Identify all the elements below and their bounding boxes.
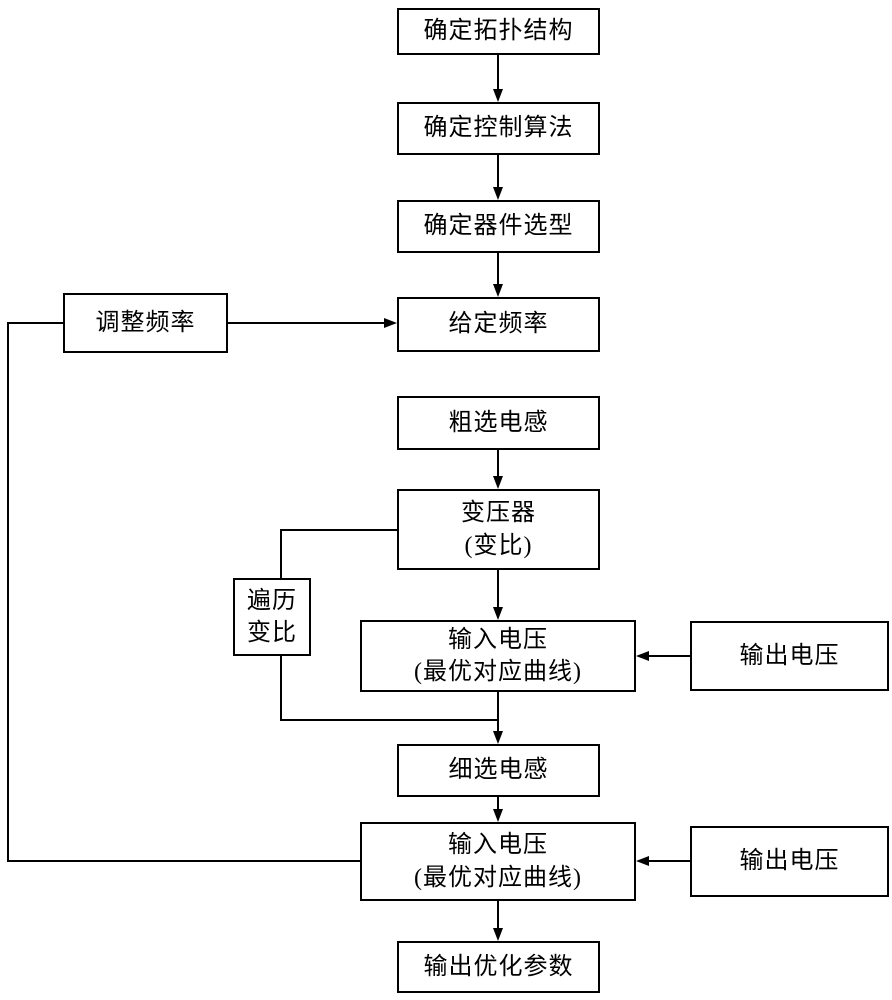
node-adjust-frequency: 调整频率 xyxy=(63,293,228,353)
node-coarse-select-inductor: 粗选电感 xyxy=(397,396,600,450)
arrow-outvolt2-to-involt2 xyxy=(636,856,690,866)
line-transformer-to-traverse xyxy=(280,529,397,578)
node-determine-topology: 确定拓扑结构 xyxy=(397,8,600,55)
arrow-transformer-to-involt1 xyxy=(493,570,503,620)
arrow-adjfreq-to-setfreq xyxy=(228,318,397,328)
line-feedback-involt2-to-adjfreq xyxy=(7,322,360,862)
node-determine-control-algorithm: 确定控制算法 xyxy=(397,102,600,155)
arrow-device-to-setfreq xyxy=(493,253,503,297)
node-set-frequency: 给定频率 xyxy=(397,297,600,352)
arrow-outvolt1-to-involt1 xyxy=(636,651,690,661)
node-output-voltage-2: 输出电压 xyxy=(690,826,889,897)
arrow-involt1-to-fine xyxy=(493,692,503,744)
node-transformer-ratio: 变压器 (变比) xyxy=(397,489,600,570)
arrow-coarse-to-transformer xyxy=(493,450,503,489)
node-input-voltage-curve-1: 输入电压 (最优对应曲线) xyxy=(360,620,636,692)
node-output-optimized-parameters: 输出优化参数 xyxy=(397,941,600,993)
node-traverse-ratio: 遍历 变比 xyxy=(233,578,311,656)
node-determine-device-selection: 确定器件选型 xyxy=(397,200,600,253)
line-traverse-to-mainline xyxy=(280,656,498,721)
arrow-involt2-to-outparams xyxy=(493,901,503,941)
node-input-voltage-curve-2: 输入电压 (最优对应曲线) xyxy=(360,822,636,901)
node-fine-select-inductor: 细选电感 xyxy=(397,744,600,797)
arrow-control-to-device xyxy=(493,155,503,200)
arrow-fine-to-involt2 xyxy=(493,797,503,822)
arrow-topology-to-control xyxy=(493,55,503,102)
node-output-voltage-1: 输出电压 xyxy=(690,621,889,691)
